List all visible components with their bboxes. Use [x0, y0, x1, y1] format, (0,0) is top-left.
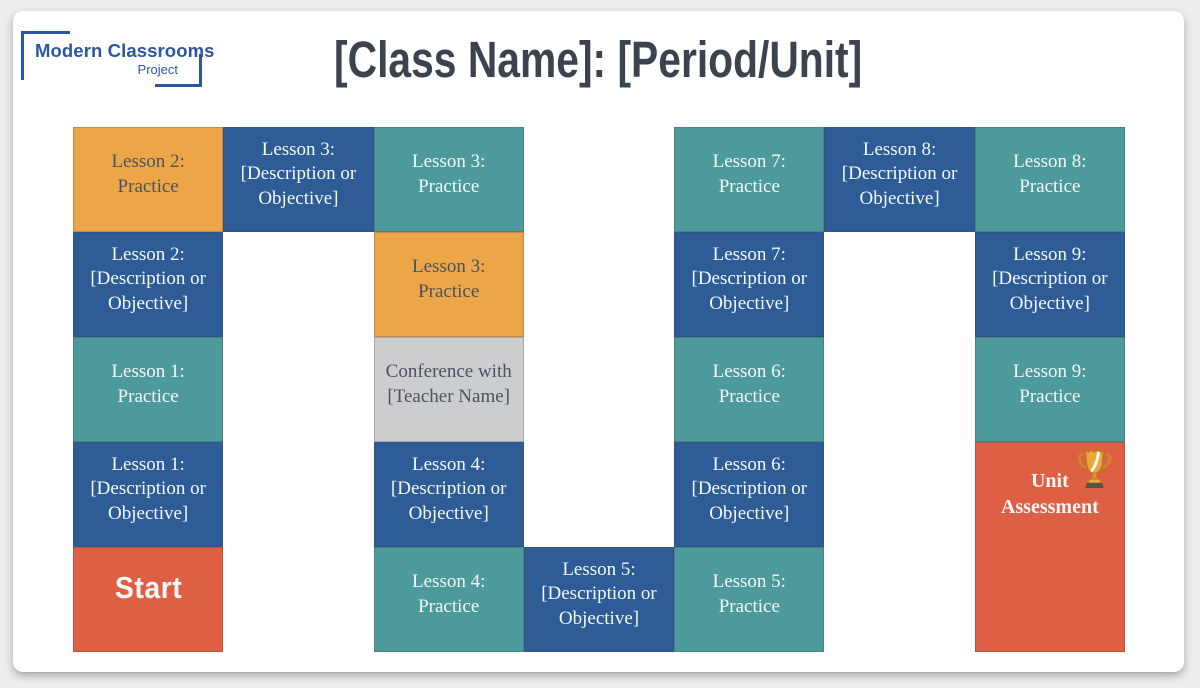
cell-heading: Lesson 3:	[412, 256, 486, 278]
cell-heading: Lesson 3:	[412, 151, 486, 173]
cell-heading: Lesson 5:	[562, 559, 636, 581]
logo-subtitle: Project	[137, 62, 178, 77]
cell-lesson6-practice: Lesson 6:Practice	[674, 337, 825, 442]
cell-body: [Description or Objective]	[390, 478, 507, 524]
cell-lesson8-practice: Lesson 8:Practice	[974, 127, 1125, 232]
logo-bracket-top-left-icon	[21, 31, 70, 80]
cell-lesson1-practice: Lesson 1:Practice	[73, 337, 224, 442]
cell-body: Practice	[718, 385, 780, 407]
cell-body: Practice	[117, 385, 179, 407]
cell-body: Practice	[718, 175, 780, 197]
cell-lesson5-practice: Lesson 5:Practice	[674, 547, 825, 652]
cell-heading: Lesson 6:	[712, 361, 786, 383]
cell-body: Practice	[718, 595, 780, 617]
cell-lesson4-description: Lesson 4:[Description or Objective]	[373, 442, 524, 547]
cell-body: Unit Assessment	[1000, 470, 1099, 518]
slide-title: [Class Name]: [Period/Unit]	[13, 27, 1184, 93]
cell-body: [Description or Objective]	[841, 163, 958, 209]
cell-body: Practice	[418, 595, 480, 617]
cell-body: Practice	[418, 280, 480, 302]
cell-heading: Lesson 7:	[712, 244, 786, 266]
cell-heading: Lesson 7:	[712, 151, 786, 173]
cell-lesson7-description: Lesson 7:[Description or Objective]	[674, 232, 825, 337]
cell-lesson9-description: Lesson 9:[Description or Objective]	[974, 232, 1125, 337]
cell-body: Practice	[418, 175, 480, 197]
cell-heading: Lesson 2:	[111, 244, 185, 266]
cell-lesson4-practice: Lesson 4:Practice	[373, 547, 524, 652]
cell-body: Practice	[1019, 175, 1081, 197]
cell-lesson9-practice: Lesson 9:Practice	[974, 337, 1125, 442]
cell-lesson2-description: Lesson 2:[Description or Objective]	[73, 232, 224, 337]
cell-body: Conference with [Teacher Name]	[385, 361, 512, 407]
cell-body: [Description or Objective]	[541, 583, 657, 629]
cell-heading: Lesson 1:	[111, 454, 185, 476]
cell-heading: Lesson 3:	[261, 139, 336, 161]
logo-bracket-bottom-right-icon	[155, 54, 202, 87]
cell-heading: Lesson 1:	[111, 361, 185, 383]
cell-lesson8-description: Lesson 8:[Description or Objective]	[824, 127, 975, 232]
cell-body: [Description or Objective]	[992, 268, 1108, 314]
cell-unit-assessment: Unit Assessment	[974, 442, 1125, 652]
cell-body: [Description or Objective]	[691, 268, 808, 314]
cell-body: [Description or Objective]	[691, 478, 808, 524]
cell-heading: Lesson 5:	[712, 571, 786, 593]
trophy-icon	[1077, 448, 1112, 488]
cell-body: [Description or Objective]	[90, 478, 206, 524]
cell-body: Practice	[1019, 385, 1081, 407]
cell-conference: Conference with [Teacher Name]	[373, 337, 524, 442]
cell-heading: Lesson 4:	[412, 571, 486, 593]
cell-body: [Description or Objective]	[90, 268, 206, 314]
cell-heading: Lesson 2:	[111, 151, 185, 173]
cell-lesson6-description: Lesson 6:[Description or Objective]	[674, 442, 825, 547]
cell-heading: Lesson 6:	[712, 454, 786, 476]
cell-heading: Lesson 9:	[1013, 361, 1087, 383]
cell-body: Start	[114, 569, 182, 605]
cell-lesson1-description: Lesson 1:[Description or Objective]	[73, 442, 224, 547]
logo-name: Modern Classrooms	[35, 40, 215, 61]
slide-card: Modern Classrooms Project [Class Name]: …	[13, 11, 1184, 672]
cell-body: [Description or Objective]	[240, 163, 357, 209]
cell-heading: Lesson 8:	[1013, 151, 1087, 173]
logo: Modern Classrooms Project	[21, 28, 215, 88]
cell-start: Start	[73, 547, 224, 652]
cell-body: Practice	[117, 175, 179, 197]
cell-lesson3-practice: Lesson 3:Practice	[373, 127, 524, 232]
cell-heading: Lesson 9:	[1013, 244, 1087, 266]
cell-lesson3-practice-alt: Lesson 3:Practice	[373, 232, 524, 337]
cell-lesson5-description: Lesson 5:[Description or Objective]	[523, 547, 675, 652]
slide-title-text: [Class Name]: [Period/Unit]	[334, 31, 863, 88]
cell-heading: Lesson 8:	[862, 139, 937, 161]
cell-lesson2-practice: Lesson 2:Practice	[73, 127, 224, 232]
cell-heading: Lesson 4:	[412, 454, 486, 476]
cell-lesson7-practice: Lesson 7:Practice	[674, 127, 825, 232]
cell-lesson3-description: Lesson 3:[Description or Objective]	[223, 127, 374, 232]
